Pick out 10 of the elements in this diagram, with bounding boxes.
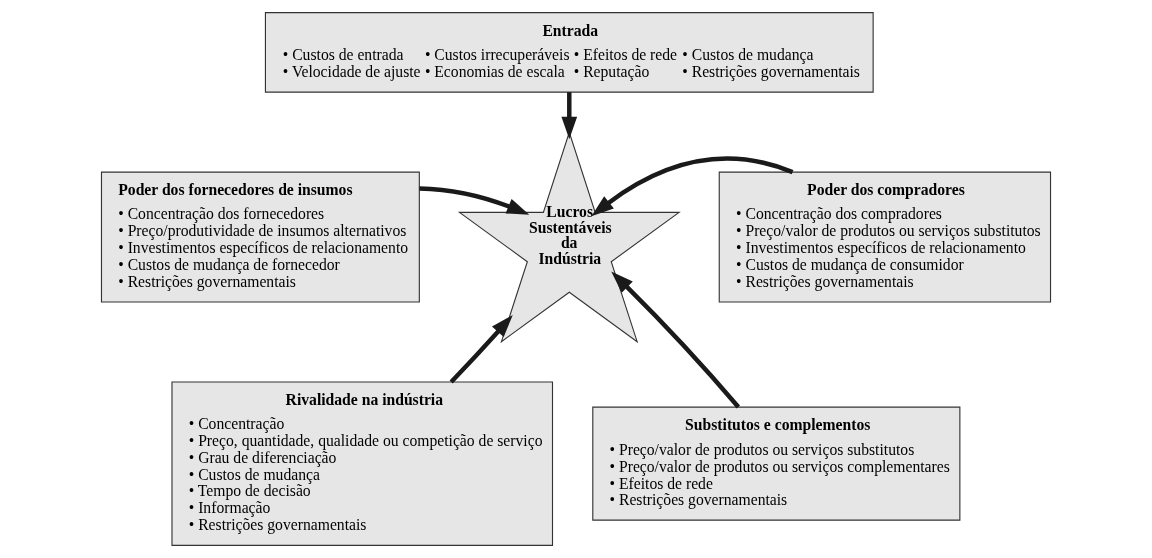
arrow [449, 315, 513, 384]
arrow [591, 156, 794, 217]
node-box: Substitutos e complementos • Preço/valor de produtos ou serviços substitutos • Preço/valor de produtos ou serviços complementares • Efeitos de rede • Restrições governamentais [592, 406, 961, 521]
node-box: Entrada • Custos de entrada • Velocidade de ajuste • Custos irrecuperáveis • Economias de escala • Efeitos de rede • Reputação • Custos de mudança • Restrições governamentais [264, 12, 874, 93]
arrow [419, 186, 530, 215]
arrow [611, 271, 741, 409]
node-box: Poder dos compradores • Concentração dos compradores • Preço/valor de produtos ou serviços substitutos • Investimentos específicos de relacionamento • Custos de mudança de consumidor • Restrições governamentais [718, 171, 1052, 303]
node-box: Rivalidade na indústria • Concentração • Preço, quantidade, qualidade ou competição de serviço • Grau de diferenciação • Custos de mudança • Tempo de decisão • Informação • Restrições governamentais [171, 381, 554, 546]
node-box: Poder dos fornecedores de insumos • Concentração dos fornecedores • Preço/produtividade de insumos alternativos • Investimentos específicos de relacionamento • Custos de mudança de fornecedor • Restrições governamentais [100, 171, 420, 303]
arrow [561, 92, 578, 140]
